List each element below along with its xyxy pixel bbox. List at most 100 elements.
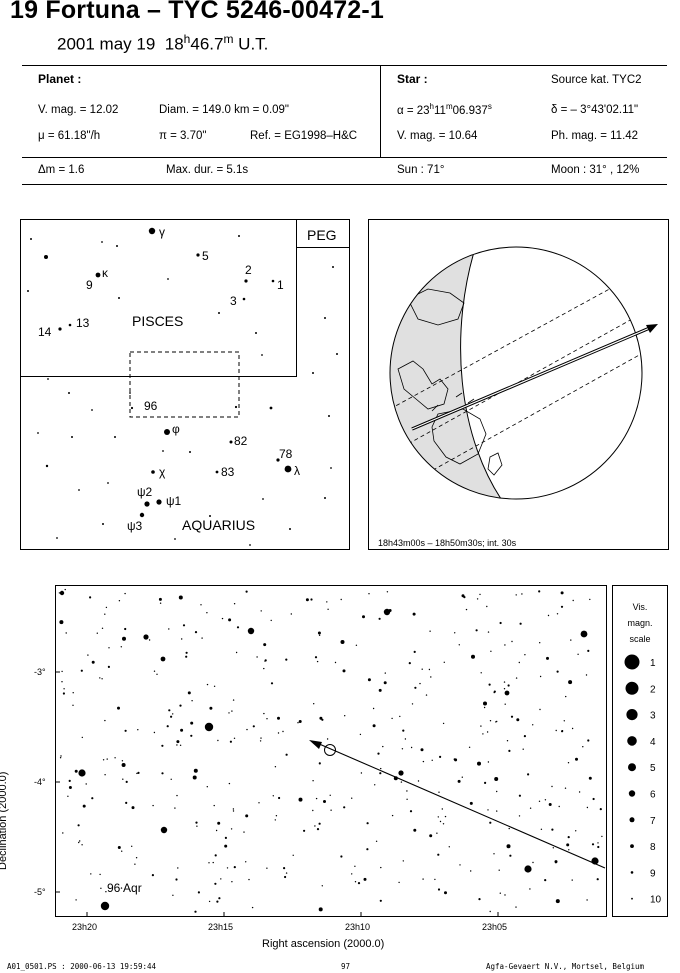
- field-star: [87, 654, 89, 656]
- field-star: [318, 634, 321, 636]
- field-star: [471, 654, 475, 659]
- field-star: [117, 706, 120, 710]
- field-star: [159, 602, 162, 604]
- finder-star: [27, 290, 29, 292]
- field-star-bright: [78, 769, 86, 777]
- field-star: [442, 722, 445, 725]
- finder-star: [30, 238, 32, 240]
- finder-star: [289, 528, 291, 530]
- label-lambda: λ: [294, 464, 300, 478]
- page-title: 19 Fortuna – TYC 5246-00472-1: [10, 0, 385, 24]
- finder-star: [102, 523, 104, 525]
- field-star: [89, 596, 92, 599]
- field-star: [575, 830, 577, 832]
- field-star: [484, 781, 487, 784]
- label-14: 14: [38, 325, 52, 339]
- field-star: [391, 814, 394, 817]
- field-star: [354, 865, 356, 867]
- magnitude-dot: [625, 681, 639, 695]
- field-star: [217, 739, 219, 742]
- field-star: [77, 824, 80, 827]
- label-gamma: γ: [159, 225, 165, 239]
- field-star: [572, 599, 574, 602]
- field-star: [469, 801, 473, 805]
- field-star: [586, 899, 588, 901]
- field-star: [362, 615, 365, 619]
- field-star: [454, 758, 458, 762]
- field-star: [556, 613, 559, 615]
- finder-star: [255, 332, 257, 334]
- field-star: [256, 656, 258, 658]
- magnitude-dot: [628, 790, 636, 797]
- field-star: [383, 681, 387, 685]
- field-star: [78, 841, 80, 844]
- magnitude-value: 3: [650, 711, 656, 722]
- field-star: [459, 864, 461, 866]
- field-star: [213, 685, 216, 687]
- field-star: [245, 814, 249, 818]
- finder-star: [37, 432, 39, 434]
- field-star: [194, 910, 197, 913]
- finder-star: [312, 372, 314, 374]
- field-star: [499, 621, 502, 625]
- field-star: [496, 810, 498, 812]
- label-2: 2: [245, 263, 252, 277]
- field-star: [428, 668, 431, 671]
- finder-star: [276, 458, 280, 462]
- field-star: [125, 801, 128, 804]
- finder-frame: [20, 219, 350, 550]
- field-star: [136, 772, 138, 775]
- field-star: [326, 601, 328, 603]
- field-star: [62, 832, 64, 834]
- field-star: [143, 634, 149, 640]
- label-5: 5: [202, 249, 209, 263]
- field-star: [177, 867, 179, 869]
- field-star: [216, 900, 219, 903]
- field-star: [503, 688, 506, 690]
- magnitude-value: 5: [650, 763, 656, 774]
- field-star: [494, 777, 499, 781]
- field-star: [560, 591, 564, 595]
- field-star: [412, 612, 416, 616]
- field-star: [107, 665, 110, 668]
- field-star: [152, 804, 154, 807]
- field-star: [266, 718, 268, 720]
- field-star: [176, 794, 178, 797]
- finder-star: [71, 436, 73, 438]
- field-star: [215, 829, 218, 832]
- field-star: [442, 823, 445, 825]
- field-star: [509, 854, 512, 857]
- field-star: [480, 725, 482, 727]
- alpha-hours: α = 23: [397, 104, 430, 117]
- field-star: [487, 761, 490, 763]
- field-star: [476, 598, 479, 600]
- finder-stars: [27, 227, 338, 546]
- magnitude-value: 1: [650, 658, 656, 669]
- field-star: [314, 656, 318, 659]
- terminator: [460, 247, 509, 499]
- field-star: [161, 772, 164, 775]
- field-star: [298, 720, 302, 723]
- field-star: [68, 786, 72, 789]
- field-star: [532, 724, 534, 726]
- field-star: [283, 867, 286, 870]
- field-star: [180, 728, 184, 732]
- field-star: [104, 774, 106, 776]
- field-star: [72, 704, 74, 706]
- alpha-s-unit: s: [487, 102, 492, 111]
- field-star-bright: [524, 865, 532, 873]
- field-star: [158, 597, 162, 601]
- field-star: [226, 867, 229, 869]
- field-star: [575, 757, 578, 761]
- field-star: [585, 674, 588, 676]
- islands: [431, 392, 475, 412]
- magnitude-value: 4: [650, 737, 656, 748]
- field-star: [417, 780, 420, 782]
- field-star: [224, 844, 228, 848]
- label-psi2: ψ2: [137, 485, 153, 499]
- finder-star: [261, 354, 263, 356]
- field-star: [357, 882, 361, 885]
- field-star: [578, 791, 581, 793]
- field-star: [201, 637, 203, 639]
- field-star: [99, 873, 101, 876]
